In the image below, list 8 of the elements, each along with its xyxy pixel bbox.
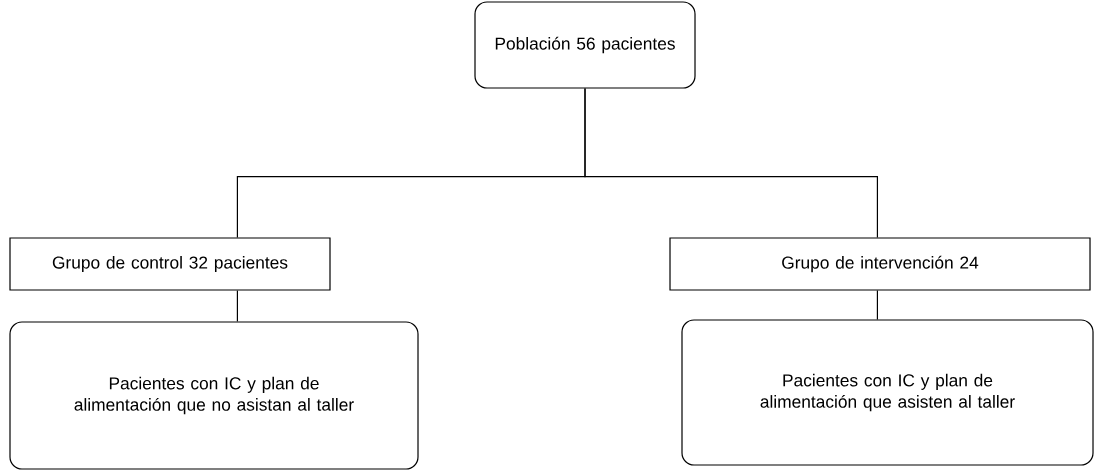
group-box: Grupo de intervención 24: [669, 237, 1091, 291]
process-box: Pacientes con IC y plan de alimentación que no asistan al taller: [9, 321, 419, 470]
process-box: Pacientes con IC y plan de alimentación que asisten al taller: [681, 319, 1094, 466]
connector-line: [236, 290, 238, 322]
group-box: Grupo de control 32 pacientes: [9, 237, 331, 291]
connector-line: [584, 88, 878, 238]
process-box: Población 56 pacientes: [474, 1, 696, 89]
connector-line: [876, 290, 878, 320]
